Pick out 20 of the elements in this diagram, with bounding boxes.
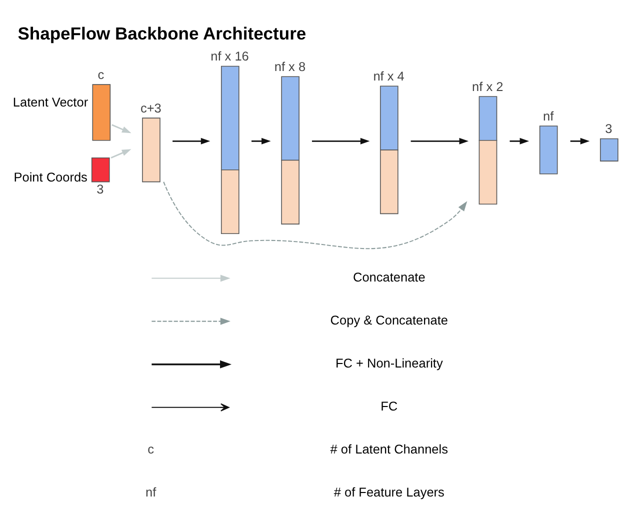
label: # of Latent Channels [330,441,448,456]
node-label: nf x 16 [210,48,249,64]
node-label: c+3 [140,100,162,116]
legend-label: Copy & Concatenate [330,312,448,328]
node-label: Point Coords [14,170,88,185]
label: c [148,441,154,456]
legend-label: Concatenate [352,269,426,284]
node-label: nf x 2 [472,78,504,94]
node-label: nf x 4 [373,68,404,84]
node-label: 3 [96,182,104,197]
node-label: nf x 8 [274,58,306,74]
node-label: nf [542,108,554,124]
node-label: Latent Vector [12,94,88,110]
legend-label: FC [380,398,398,414]
legend-label: FC + Non-Linearity [335,355,443,370]
label: nf [146,484,156,500]
diagram-title: ShapeFlow Backbone Architecture [18,24,306,44]
node-label: c [98,66,104,82]
label: # of Feature Layers [334,484,444,500]
node-label: 3 [605,121,612,136]
